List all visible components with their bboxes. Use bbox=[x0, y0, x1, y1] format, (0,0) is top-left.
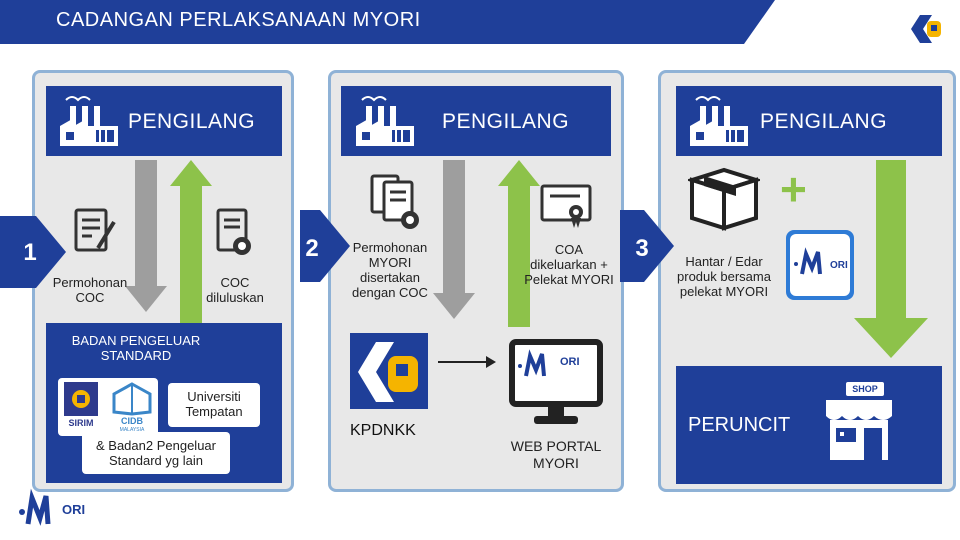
panel-2-up-arrow bbox=[508, 185, 530, 327]
myori-screen-logo-icon bbox=[518, 349, 546, 377]
panel-2-down-arrow bbox=[443, 160, 465, 295]
documents-with-seal-icon bbox=[370, 174, 419, 229]
monitor-icon bbox=[509, 339, 603, 424]
cidb-logo-icon bbox=[112, 382, 152, 416]
plus-sign: + bbox=[780, 163, 807, 215]
panel-1-up-arrow bbox=[180, 185, 202, 327]
panel-3-down-arrow bbox=[876, 160, 906, 320]
peruncit-label: PERUNCIT bbox=[688, 414, 791, 436]
other-agencies-card bbox=[82, 432, 230, 474]
cidb-text: CIDB bbox=[121, 416, 143, 426]
kpdnkk-corner-logo-icon bbox=[911, 15, 941, 43]
myori-screen-text: ORI bbox=[560, 356, 580, 368]
down-arrow-head-icon bbox=[125, 286, 167, 312]
myori-sticker-logo-icon bbox=[794, 247, 822, 275]
panel-1-down-arrow bbox=[135, 160, 157, 288]
page-title: CADANGAN PERLAKSANAAN MYORI bbox=[56, 9, 421, 31]
up-arrow-head-icon bbox=[498, 160, 540, 186]
kpdnkk-label: KPDNKK bbox=[350, 422, 416, 439]
factory-icon bbox=[60, 96, 118, 146]
agency-header: BADAN PENGELUAR STANDARD bbox=[71, 333, 201, 363]
universiti-label: Universiti Tempatan bbox=[185, 389, 243, 419]
myori-sticker-text: ORI bbox=[830, 260, 848, 271]
up-arrow-head-icon bbox=[170, 160, 212, 186]
cidb-subtext: MALAYSIA bbox=[119, 427, 145, 433]
shop-sign: SHOP bbox=[846, 382, 884, 396]
factory-icon bbox=[356, 96, 414, 146]
coa-dikeluarkan-label: COA dikeluarkan + Pelekat MYORI bbox=[524, 242, 614, 287]
peruncit-box bbox=[676, 366, 942, 484]
step-2-number: 2 bbox=[305, 235, 319, 262]
right-arrow-icon bbox=[438, 356, 496, 368]
hantar-edar-label: Hantar / Edar produk bersama pelekat MYO… bbox=[677, 254, 771, 299]
panel-3-header-label: PENGILANG bbox=[760, 110, 888, 133]
factory-icon bbox=[690, 96, 748, 146]
web-portal-label: WEB PORTAL MYORI bbox=[510, 438, 602, 471]
sirim-text: SIRIM bbox=[68, 418, 94, 428]
step-1-chevron bbox=[0, 216, 66, 288]
other-agencies-label: & Badan2 Pengeluar Standard yg lain bbox=[96, 438, 216, 468]
package-box-icon bbox=[688, 167, 760, 231]
coc-diluluskan-label: COC diluluskan bbox=[206, 275, 264, 305]
step-3-number: 3 bbox=[635, 235, 649, 262]
permohonan-coc-label: Permohonan COC bbox=[52, 275, 128, 305]
panel-1-header-label: PENGILANG bbox=[128, 110, 256, 133]
permohonan-myori-label: Permohonan MYORI disertakan dengan COC bbox=[352, 240, 428, 300]
application-form-icon bbox=[74, 208, 116, 252]
myori-logo-text: ORI bbox=[62, 502, 86, 517]
step-1-number: 1 bbox=[23, 239, 37, 266]
kpdnkk-emblem-icon bbox=[358, 342, 418, 402]
title-bar bbox=[0, 0, 775, 44]
panel-2-header-label: PENGILANG bbox=[442, 110, 570, 133]
certificate-approved-icon bbox=[216, 208, 251, 255]
down-arrow-head-icon bbox=[433, 293, 475, 319]
sirim-logo-icon bbox=[64, 382, 98, 416]
step-3-chevron bbox=[620, 210, 674, 282]
certificate-icon bbox=[540, 184, 592, 228]
step-2-chevron bbox=[300, 210, 350, 282]
myori-logo-icon bbox=[19, 488, 51, 526]
universiti-card bbox=[168, 383, 260, 427]
shop-icon bbox=[826, 400, 892, 460]
down-arrow-head-icon bbox=[854, 318, 928, 358]
